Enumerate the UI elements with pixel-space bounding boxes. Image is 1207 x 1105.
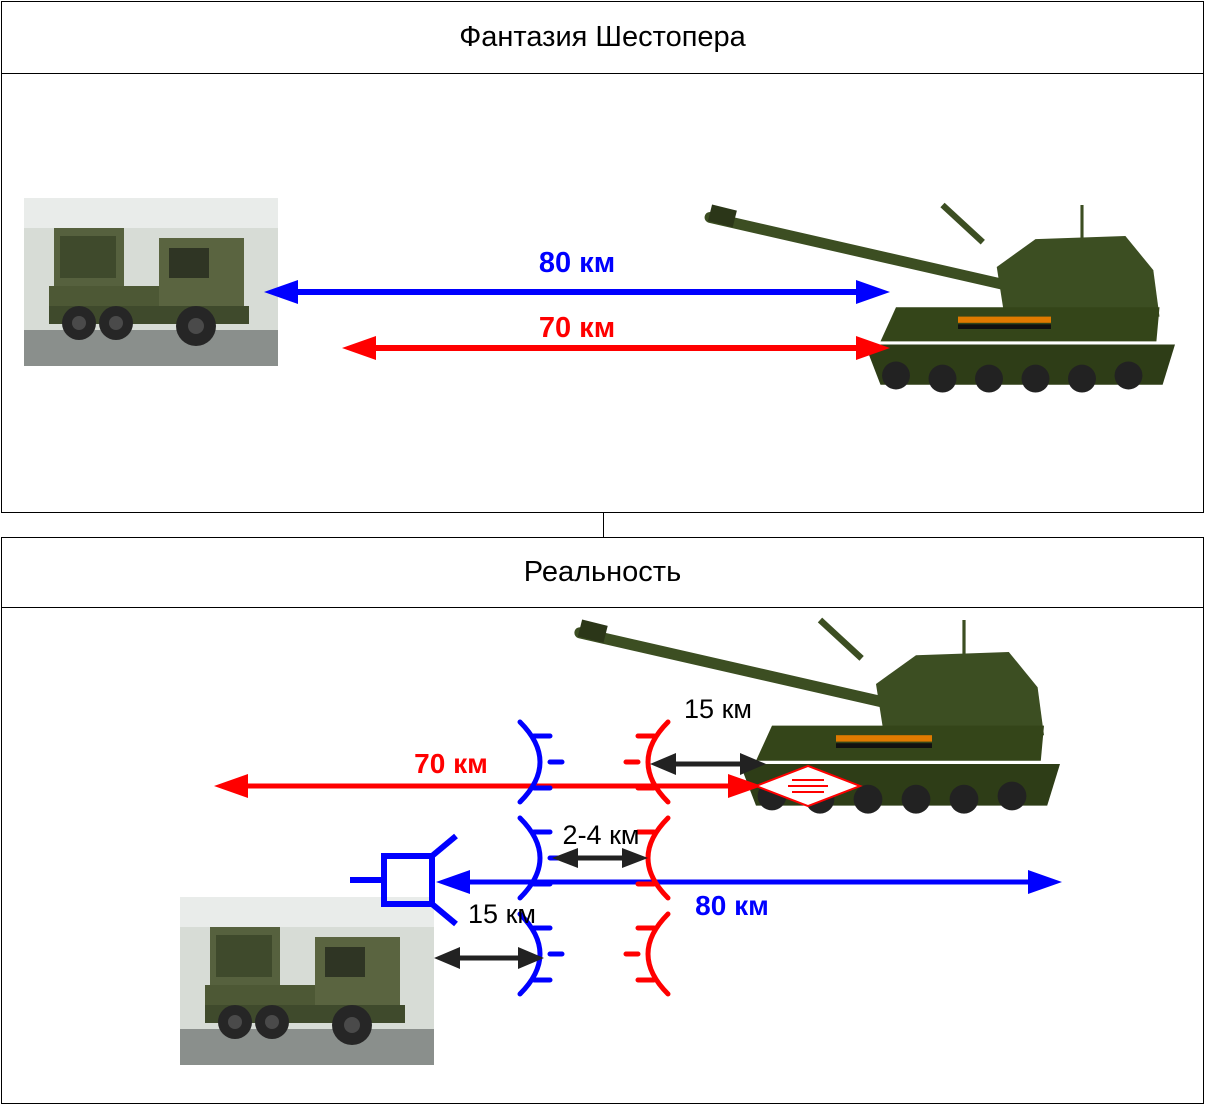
red-battalion-symbol [753,764,863,808]
blue-front-gap-label: 15 км [468,899,536,929]
bottom-red-range-label: 70 км [414,748,488,779]
top-red-range-arrow [342,336,890,360]
top-blue-range-label: 80 км [539,247,615,279]
fantasy-panel-title: Фантазия Шестопера [2,2,1203,74]
red-front-gap-arrow [650,753,766,775]
bottom-blue-range-label: 80 км [695,890,769,921]
bottom-red-range-arrow [214,774,762,798]
lines-gap-arrow [552,848,648,868]
nato-unit-symbol [350,833,458,927]
lines-gap-label: 2-4 км [563,820,640,850]
himars-truck-image [24,198,278,366]
reality-panel-title: Реальность [2,538,1203,608]
blue-front-gap-arrow [434,947,544,969]
red-defense-line-bottom [626,914,668,994]
top-blue-range-arrow [264,280,890,304]
top-red-range-label: 70 км [539,312,615,344]
blue-defense-line-top [520,722,562,802]
msta-howitzer-image [710,205,1175,393]
bottom-blue-range-arrow [436,870,1062,894]
panel-connector-line [603,513,604,537]
himars-truck-image-bottom [180,897,434,1065]
red-front-gap-label: 15 км [684,694,752,724]
